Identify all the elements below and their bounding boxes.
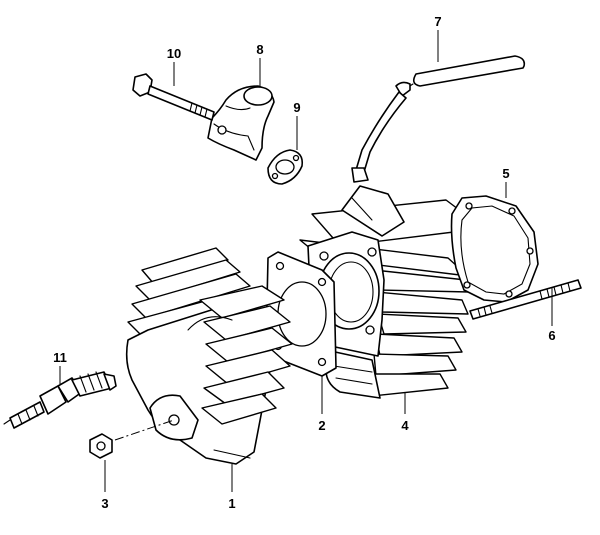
callout-5: 5 (502, 166, 509, 181)
cylinder-base-gasket (450, 195, 539, 303)
cylinder-head (125, 247, 293, 465)
callout-3: 3 (101, 496, 108, 511)
assembly-line (114, 419, 175, 441)
callout-4: 4 (401, 418, 409, 433)
callout-11: 11 (53, 350, 67, 365)
callout-1: 1 (228, 496, 235, 511)
callout-10: 10 (167, 46, 181, 61)
hose (351, 55, 526, 183)
bolt (132, 73, 215, 121)
callout-7: 7 (434, 14, 441, 29)
callout-6: 6 (548, 328, 555, 343)
callout-8: 8 (256, 42, 263, 57)
intake-pipe-gasket (267, 149, 304, 185)
callout-9: 9 (293, 100, 300, 115)
spark-plug (3, 371, 117, 429)
intake-pipe (207, 85, 275, 161)
callout-2: 2 (318, 418, 325, 433)
head-nut (89, 433, 113, 459)
stud-bolt (469, 279, 582, 320)
